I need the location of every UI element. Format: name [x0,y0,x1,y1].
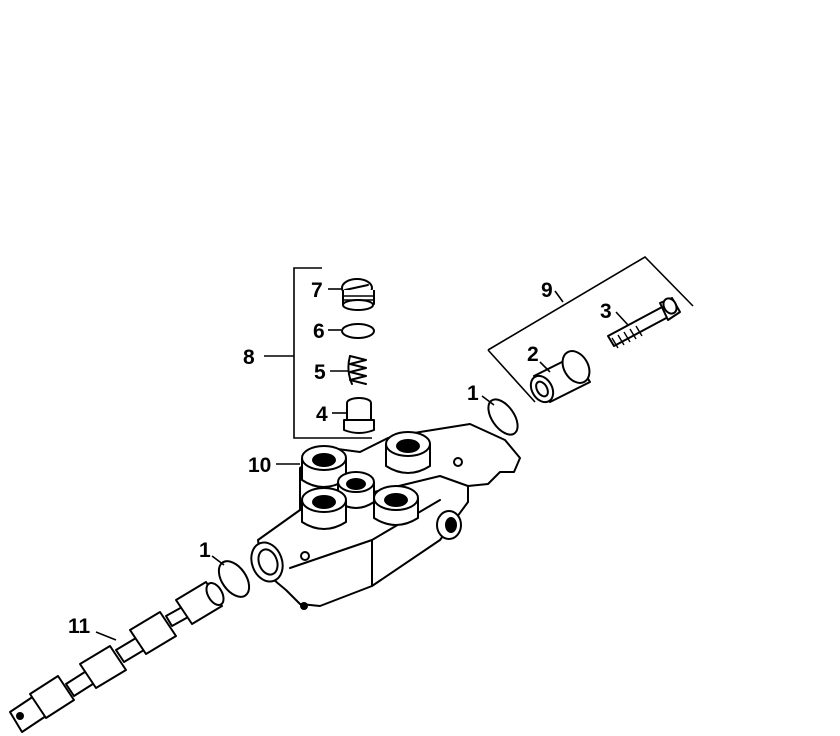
port-boss-2 [385,431,431,474]
callout-1-bottom: 1 [199,539,211,562]
poppet-part-4 [332,397,375,434]
callout-7: 7 [311,279,323,302]
sleeve-part-2 [529,350,591,404]
callout-10: 10 [248,454,271,477]
port-boss-1 [301,445,347,488]
oring-part-1-top [481,395,519,436]
port-boss-5 [373,485,419,526]
callout-11: 11 [68,615,91,638]
plug-part-7 [328,278,375,311]
port-boss-4 [301,487,347,530]
oring-part-1-bottom [211,555,251,598]
spring-part-5 [330,355,367,385]
callout-5: 5 [314,361,326,384]
bracket-9 [487,255,694,403]
bracket-8 [264,267,372,439]
callout-3: 3 [600,300,612,323]
callout-8: 8 [243,346,255,369]
callout-9: 9 [541,279,553,302]
bolt-part-3 [607,297,681,349]
callout-1-top: 1 [467,382,479,405]
callout-2: 2 [527,343,539,366]
callout-4: 4 [316,403,328,426]
oring-part-6 [328,323,375,339]
spool-part-11 [9,581,225,733]
callout-6: 6 [313,320,325,343]
valve-body-part-10 [250,423,521,610]
